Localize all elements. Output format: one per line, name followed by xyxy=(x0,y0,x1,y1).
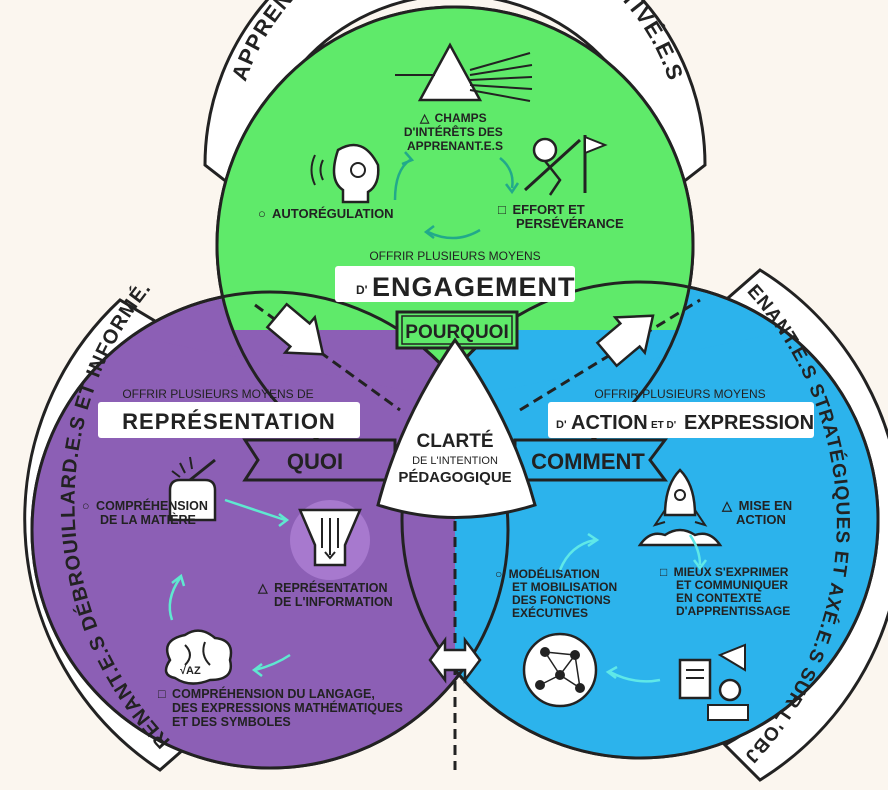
cycle-arrows-engagement xyxy=(393,151,520,240)
brain-icon: √AZ xyxy=(164,629,233,685)
center-line-2: DE L'INTENTION xyxy=(412,455,498,467)
svg-text:ET D': ET D' xyxy=(651,420,676,431)
prism-icon xyxy=(395,42,533,102)
action-item-launch: △ MISE EN ACTION xyxy=(721,498,796,527)
center-line-1: CLARTÉ xyxy=(416,430,493,452)
ear-head-icon xyxy=(310,143,380,204)
speaker-laptop-icon xyxy=(678,643,749,721)
engagement-title: ENGAGEMENT xyxy=(372,272,576,302)
svg-text:QUOI: QUOI xyxy=(287,449,343,474)
divider-left xyxy=(254,303,401,412)
action-intro: OFFRIR PLUSIEURS MOYENS xyxy=(594,387,765,401)
svg-text:POURQUOI: POURQUOI xyxy=(405,322,508,343)
engagement-intro: OFFRIR PLUSIEURS MOYENS xyxy=(369,249,540,263)
action-item-modeling: ○ MODÉLISATION ET MOBILISATION DES FONCT… xyxy=(495,566,620,620)
representation-tag: QUOI xyxy=(242,438,397,482)
center-clarity: CLARTÉ DE L'INTENTION PÉDAGOGIQUE xyxy=(376,337,537,519)
action-item-expression: □ MIEUX S'EXPRIMER ET COMMUNIQUER EN CON… xyxy=(660,565,792,618)
engagement-item-effort: □ EFFORT ET PERSÉVÉRANCE xyxy=(498,202,624,231)
cycle-arrows-action xyxy=(558,532,707,683)
action-title-card: D' ACTION ET D' EXPRESSION xyxy=(548,402,814,438)
action-title-1: ACTION xyxy=(571,412,648,434)
rocket-icon xyxy=(637,468,723,547)
outer-band-top xyxy=(203,0,707,204)
svg-text:D': D' xyxy=(556,419,567,431)
center-line-3: PÉDAGOGIQUE xyxy=(398,469,511,486)
pinch-hand-icon xyxy=(168,456,217,522)
cycle-arrows-representation xyxy=(168,498,291,677)
engagement-tag: POURQUOI xyxy=(395,310,519,350)
arrow-representation-action xyxy=(428,636,482,684)
engagement-title-card: D' ENGAGEMENT xyxy=(335,266,576,302)
arrow-engagement-representation xyxy=(265,302,325,356)
network-globe-icon xyxy=(522,632,598,708)
representation-item-understanding: ○ COMPRÉHENSION DE LA MATIÈRE xyxy=(82,498,211,527)
representation-item-language: □ COMPRÉHENSION DU LANGAGE, DES EXPRESSI… xyxy=(158,686,406,729)
representation-title-card: REPRÉSENTATION xyxy=(98,402,360,438)
engagement-item-interests: △ CHAMPS D'INTÉRÊTS DES APPRENANT.E.S xyxy=(404,111,506,153)
engagement-prefix: D' xyxy=(356,283,368,297)
engagement-item-selfreg: ○ AUTORÉGULATION xyxy=(258,206,394,221)
arrow-engagement-action xyxy=(595,314,655,368)
svg-text:√AZ: √AZ xyxy=(180,665,201,677)
funnel-arrows-icon xyxy=(290,500,370,580)
representation-title: REPRÉSENTATION xyxy=(122,409,336,434)
representation-intro: OFFRIR PLUSIEURS MOYENS DE xyxy=(122,387,313,401)
svg-text:COMMENT: COMMENT xyxy=(531,449,645,474)
action-title-2: EXPRESSION xyxy=(684,412,814,434)
representation-item-representation: △ REPRÉSENTATION DE L'INFORMATION xyxy=(257,580,393,609)
flag-climber-icon xyxy=(523,135,608,196)
action-tag: COMMENT xyxy=(513,438,668,482)
